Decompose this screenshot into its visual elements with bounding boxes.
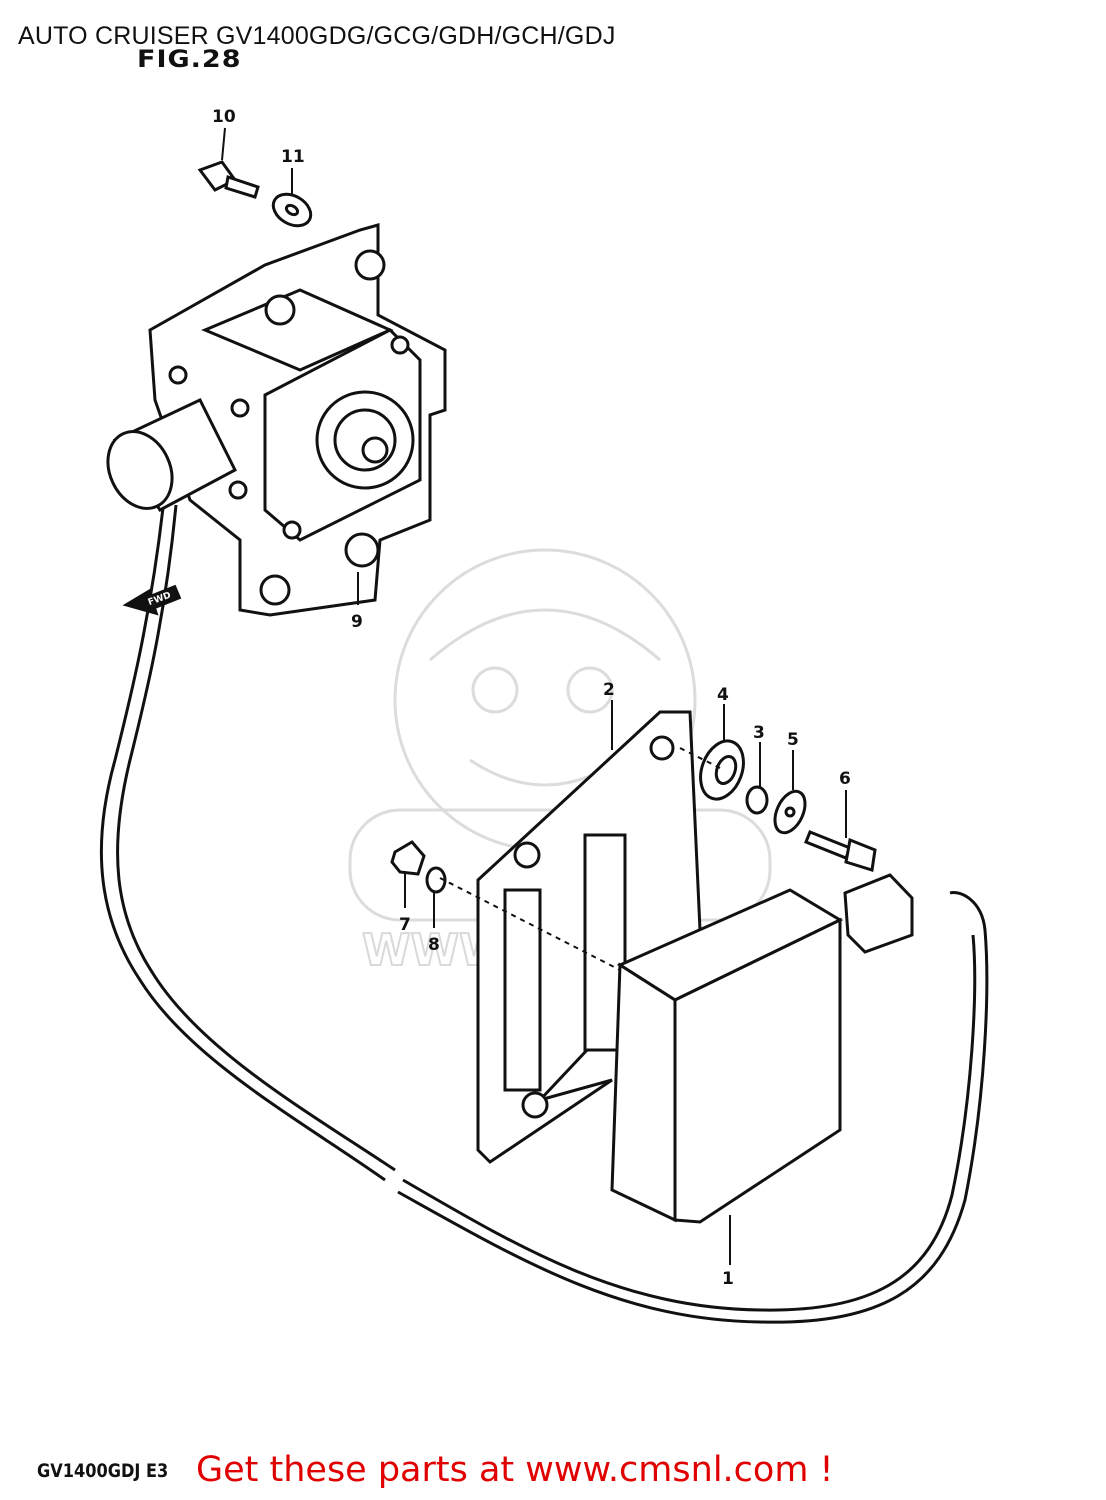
actuator-pulley-inner bbox=[333, 408, 397, 472]
bracket-hole-3 bbox=[259, 574, 291, 606]
bracket-hole-1 bbox=[264, 294, 296, 326]
grommet-item-4 bbox=[699, 739, 745, 801]
leader-10 bbox=[221, 127, 226, 161]
washer-11-hole bbox=[284, 203, 300, 217]
watermark-eye-right bbox=[566, 666, 614, 714]
promo-link[interactable]: Get these parts at www.cmsnl.com ! bbox=[196, 1450, 834, 1490]
assembly-axis-8 bbox=[439, 877, 621, 971]
callout-7: 7 bbox=[399, 915, 411, 935]
diagram-title: AUTO CRUISER GV1400GDG/GCG/GDH/GCH/GDJ bbox=[18, 22, 616, 50]
cable bbox=[99, 504, 989, 1324]
bolt-head-c bbox=[282, 520, 302, 540]
callout-6: 6 bbox=[839, 769, 851, 789]
cruise-actuator bbox=[106, 223, 447, 617]
grommet-item-9 bbox=[344, 532, 380, 568]
callout-4: 4 bbox=[717, 685, 729, 705]
cruise-controller-item-1 bbox=[610, 873, 914, 1224]
motor-end-cap bbox=[106, 430, 174, 510]
bolt-6-head bbox=[844, 837, 877, 872]
collar-3 bbox=[745, 785, 769, 815]
callout-1: 1 bbox=[722, 1269, 734, 1289]
bracket-hole-2 bbox=[354, 249, 386, 281]
washer-5-hole bbox=[784, 806, 796, 818]
controller-connector bbox=[843, 873, 914, 954]
actuator-pulley-hub bbox=[361, 436, 389, 464]
washer-item-8 bbox=[425, 866, 447, 894]
bolt-6-shank bbox=[804, 830, 852, 860]
forward-arrow-icon: FWD bbox=[122, 584, 182, 616]
callout-8: 8 bbox=[428, 935, 440, 955]
callout-2: 2 bbox=[603, 680, 615, 700]
bolt-head-a bbox=[230, 398, 250, 418]
bolt-head-d bbox=[168, 365, 188, 385]
model-code: GV1400GDJ E3 bbox=[37, 1460, 169, 1482]
callout-11: 11 bbox=[281, 147, 305, 167]
washer-item-11 bbox=[271, 192, 313, 228]
assembly-axis-4 bbox=[679, 747, 721, 769]
washer-8 bbox=[425, 866, 447, 894]
cable-lower-outer bbox=[397, 891, 989, 1324]
controller-left-side bbox=[610, 962, 677, 1223]
bolt-head-e bbox=[390, 335, 410, 355]
plate-clip-left bbox=[503, 888, 542, 1092]
callout-3: 3 bbox=[753, 723, 765, 743]
cable-outer bbox=[99, 507, 386, 1182]
bolt-item-6 bbox=[804, 830, 877, 872]
plate-hole-bottom bbox=[521, 1091, 549, 1119]
watermark-cap-line bbox=[429, 608, 661, 662]
callout-10: 10 bbox=[212, 107, 236, 127]
cable-lower-inner bbox=[402, 934, 977, 1312]
cable-inner bbox=[116, 504, 396, 1172]
leader-lines bbox=[221, 127, 847, 1265]
mounting-plate-item-2 bbox=[476, 710, 702, 1164]
bolt-10-shank bbox=[224, 175, 260, 199]
callout-5: 5 bbox=[787, 730, 799, 750]
collar-item-3 bbox=[745, 785, 769, 815]
figure-label: FIG.28 bbox=[137, 45, 242, 74]
nut-item-7 bbox=[390, 840, 426, 876]
callout-9: 9 bbox=[351, 612, 363, 632]
plate-hole-left bbox=[513, 841, 541, 869]
washer-item-5 bbox=[773, 789, 807, 835]
plate-hole-top bbox=[649, 735, 675, 761]
bolt-head-b bbox=[228, 480, 248, 500]
bolt-item-10 bbox=[197, 160, 260, 199]
nut-7 bbox=[390, 840, 426, 876]
controller-front bbox=[673, 917, 842, 1224]
watermark-eye-left bbox=[471, 666, 519, 714]
